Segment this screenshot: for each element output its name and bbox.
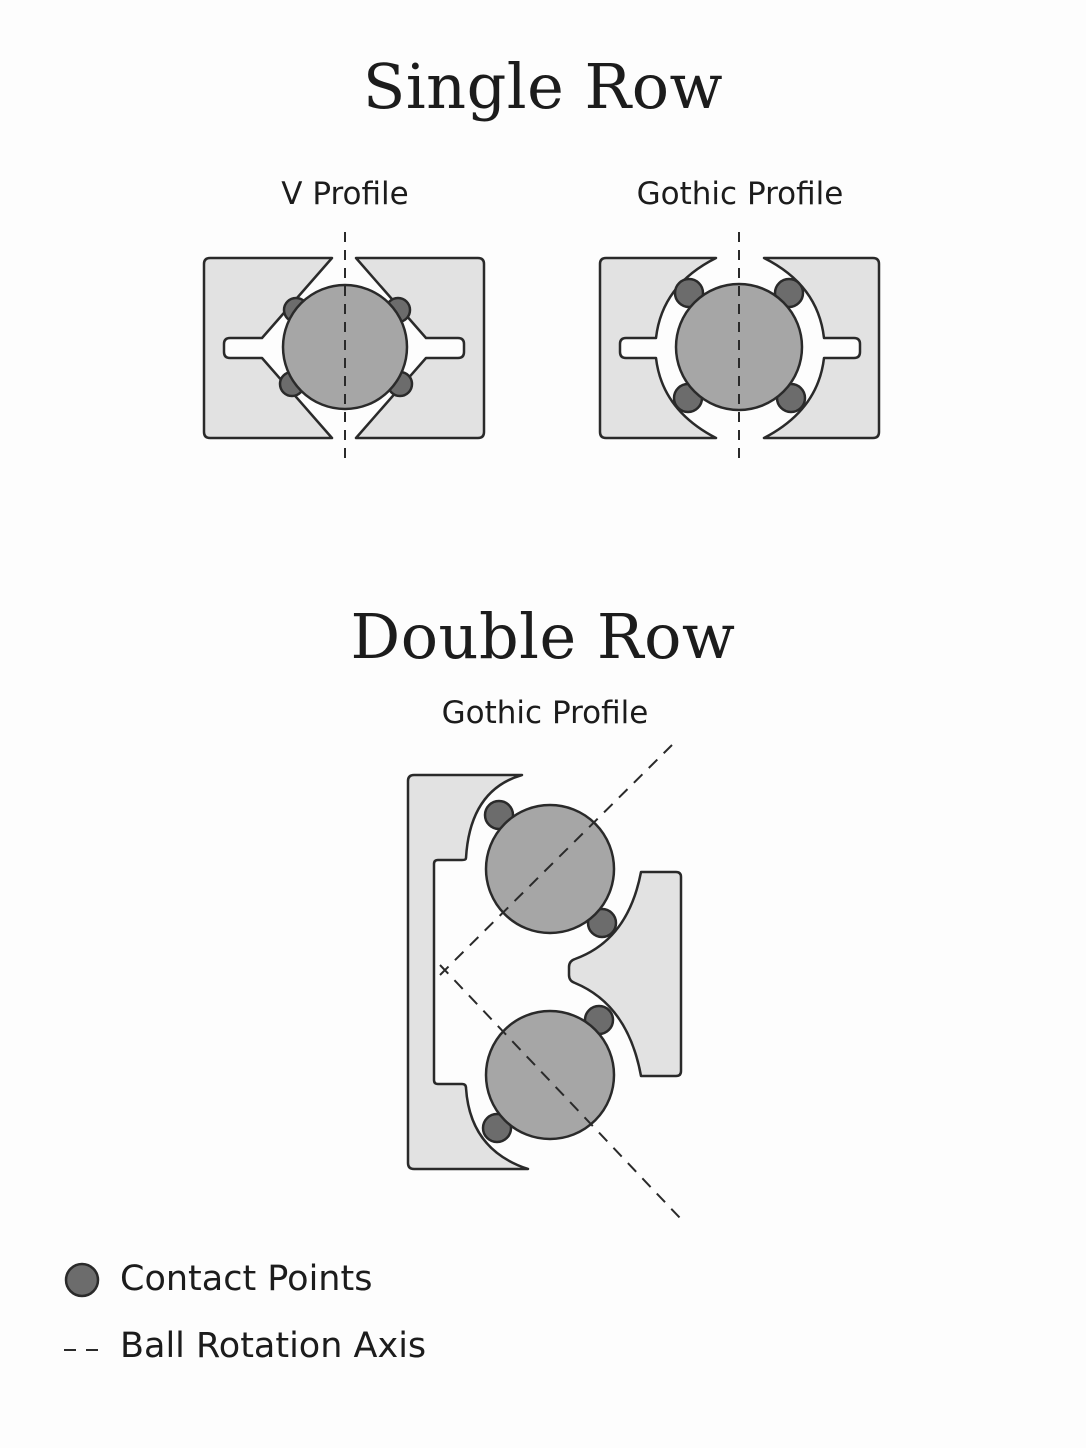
- gothic-left-block: [598, 256, 718, 440]
- gothic-right-block: [762, 256, 881, 440]
- legend-contact-point-icon: [64, 1262, 100, 1298]
- v-profile-right-block: [354, 256, 486, 440]
- v-profile-label: V Profile: [281, 176, 409, 212]
- double-inner-rail: [567, 870, 683, 1078]
- double-gothic-profile-diagram: [406, 744, 683, 1219]
- legend-contact-points-label: Contact Points: [120, 1259, 373, 1299]
- double-lower-rotation-axis: [439, 964, 681, 1219]
- double-outer-rail: [406, 773, 530, 1171]
- single-row-title: Single Row: [362, 50, 724, 123]
- v-profile-diagram: [202, 232, 486, 458]
- legend-ball-rotation-axis-label: Ball Rotation Axis: [120, 1326, 427, 1366]
- double-upper-ball: [484, 803, 616, 935]
- double-gothic-profile-label: Gothic Profile: [441, 695, 649, 731]
- v-profile-contact-points: [278, 296, 414, 398]
- double-row-title: Double Row: [350, 600, 736, 673]
- single-gothic-profile-diagram: [598, 232, 881, 458]
- v-profile-left-block: [202, 256, 334, 440]
- single-gothic-profile-label: Gothic Profile: [636, 176, 844, 212]
- double-lower-ball: [484, 1009, 616, 1141]
